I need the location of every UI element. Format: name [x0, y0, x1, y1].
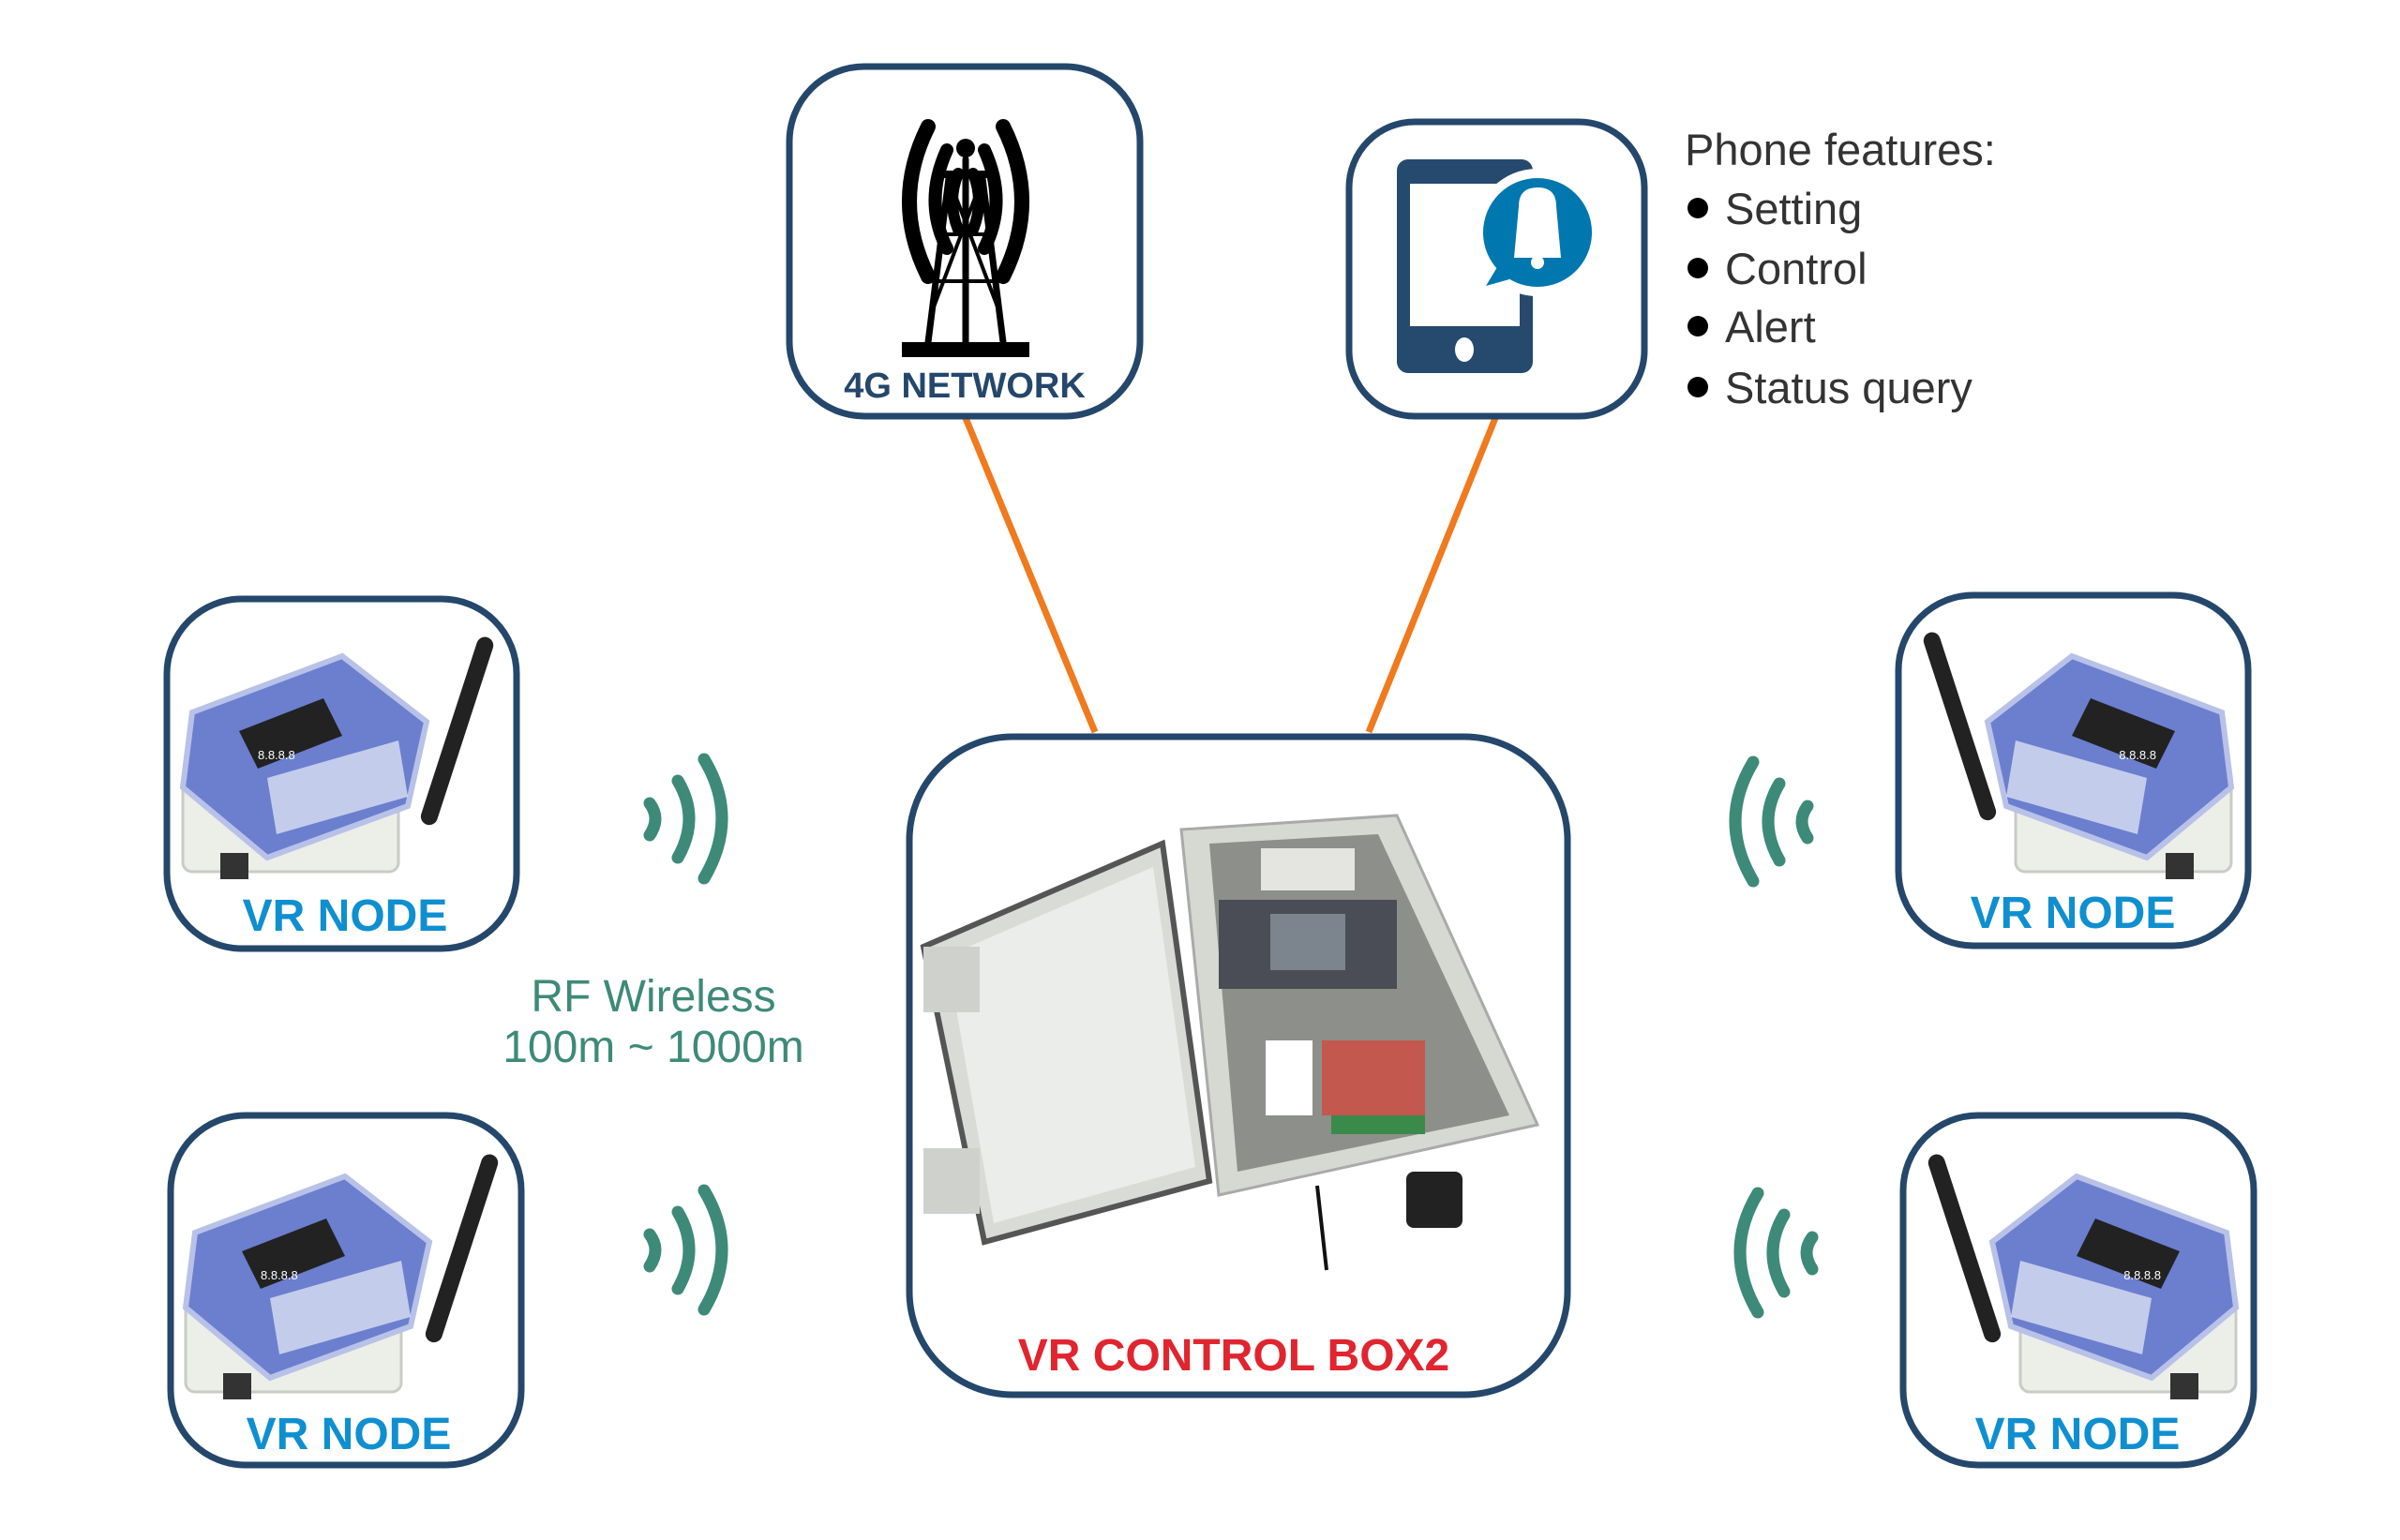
- vr-node-bottom-left: VR NODE: [167, 1112, 525, 1469]
- wireless-line2: 100m ~ 1000m: [502, 1023, 804, 1072]
- svg-text:Status query: Status query: [1725, 363, 1972, 412]
- phone-notification-icon: [1397, 159, 1601, 373]
- cell-tower-icon: [902, 119, 1029, 357]
- phone-features-title: Phone features:: [1685, 125, 1996, 174]
- feature-item: Status query: [1688, 363, 1972, 412]
- wireless-signal-icon: [643, 753, 728, 885]
- wireless-signal-icon: [1729, 755, 1814, 888]
- wireless-signal-icon: [643, 1184, 728, 1316]
- phone-box: [1345, 118, 1648, 420]
- feature-item: Control: [1688, 244, 1868, 293]
- wireless-line1: RF Wireless: [531, 972, 775, 1022]
- node-label: VR NODE: [1975, 1410, 2181, 1459]
- svg-text:Control: Control: [1725, 244, 1868, 293]
- wireless-signal-icon: [1733, 1187, 1819, 1319]
- node-label: VR NODE: [243, 891, 448, 941]
- network-label: 4G NETWORK: [844, 366, 1086, 406]
- control-box-photo: [920, 814, 1540, 1271]
- wireless-range-label: RF Wireless 100m ~ 1000m: [502, 972, 804, 1072]
- node-label: VR NODE: [247, 1410, 452, 1459]
- phone-features: Phone features: Setting Control Alert St…: [1685, 125, 1996, 412]
- link-phone-to-control: [1365, 416, 1499, 734]
- link-network-to-control: [962, 416, 1099, 734]
- vr-node-bottom-right: VR NODE: [1899, 1112, 2258, 1469]
- vr-node-top-right: VR NODE: [1895, 591, 2252, 949]
- svg-text:Setting: Setting: [1725, 184, 1862, 233]
- feature-item: Setting: [1688, 184, 1862, 233]
- control-box-label: VR CONTROL BOX2: [1018, 1331, 1450, 1381]
- network-box: 4G NETWORK: [786, 63, 1144, 420]
- vr-node-top-left: VR NODE: [163, 595, 520, 952]
- node-label: VR NODE: [1971, 889, 2176, 938]
- svg-text:Alert: Alert: [1725, 302, 1816, 351]
- feature-item: Alert: [1688, 302, 1816, 351]
- control-box: VR CONTROL BOX2: [906, 733, 1571, 1398]
